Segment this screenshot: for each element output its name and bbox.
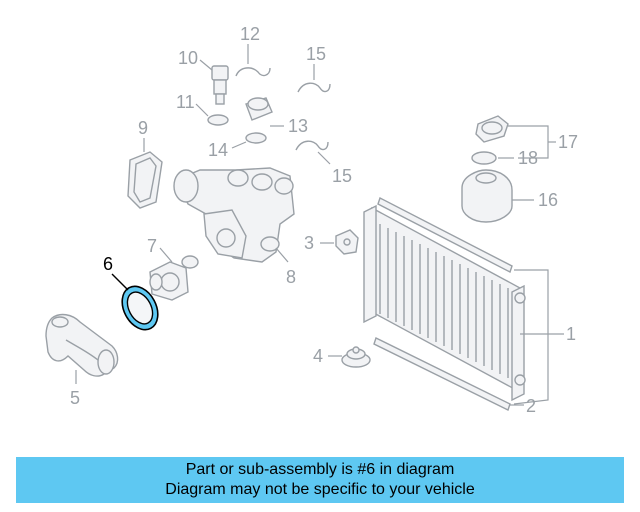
callout-15a: 15 xyxy=(306,44,326,64)
callout-6: 6 xyxy=(103,254,113,274)
callout-15b: 15 xyxy=(332,166,352,186)
callout-2: 2 xyxy=(526,396,536,416)
expansion-tank xyxy=(461,169,513,223)
callout-18: 18 xyxy=(518,148,538,168)
callout-12: 12 xyxy=(240,24,260,44)
clip-15-top xyxy=(297,82,331,93)
sensor-10 xyxy=(211,65,229,105)
callout-3: 3 xyxy=(304,233,314,253)
callout-17: 17 xyxy=(558,132,578,152)
thermostat-7 xyxy=(149,255,199,301)
callout-1: 1 xyxy=(566,324,576,344)
o-ring-11 xyxy=(207,114,229,126)
callout-8: 8 xyxy=(286,267,296,287)
callout-9: 9 xyxy=(138,118,148,138)
filler-cap xyxy=(475,115,509,143)
callout-7: 7 xyxy=(147,236,157,256)
clip-12 xyxy=(235,67,271,77)
parts-diagram: 1 2 3 4 5 6 7 xyxy=(45,24,578,416)
callout-10: 10 xyxy=(178,48,198,68)
clip-15-bottom xyxy=(295,140,329,151)
callout-14: 14 xyxy=(208,140,228,160)
banner-line-2: Diagram may not be specific to your vehi… xyxy=(165,481,475,498)
mount-4 xyxy=(341,346,371,368)
callout-11: 11 xyxy=(176,92,195,112)
callout-5: 5 xyxy=(70,388,80,408)
radiator xyxy=(363,197,526,411)
hose-5 xyxy=(45,313,119,377)
banner-line-1: Part or sub-assembly is #6 in diagram xyxy=(185,461,455,478)
callout-16: 16 xyxy=(538,190,558,210)
cap-13 xyxy=(245,97,273,121)
info-banner: Part or sub-assembly is #6 in diagram Di… xyxy=(16,457,624,503)
coolant-flange xyxy=(173,167,295,263)
callout-13: 13 xyxy=(288,116,308,136)
callout-4: 4 xyxy=(313,346,323,366)
gasket-9 xyxy=(127,151,163,209)
seal-18 xyxy=(471,151,497,165)
o-ring-14 xyxy=(245,132,267,144)
bracket-3 xyxy=(335,229,359,255)
gasket-6 xyxy=(121,285,159,331)
